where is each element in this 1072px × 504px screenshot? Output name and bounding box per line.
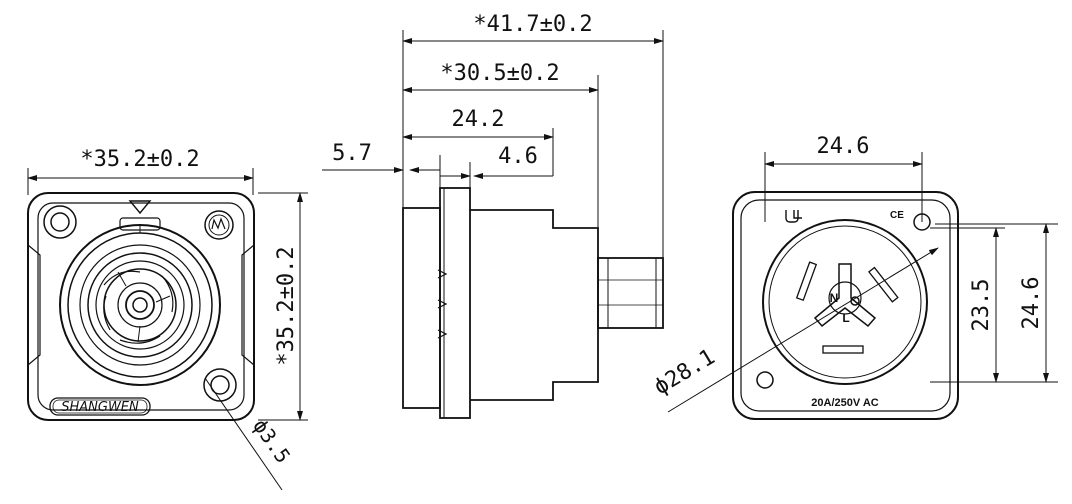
rear-width-label: 24.6 <box>817 134 870 159</box>
overall-length-label: *41.7±0.2 <box>473 12 592 37</box>
rear-diameter-label: ϕ28.1 <box>650 345 720 401</box>
side-front-cap <box>402 207 441 409</box>
front-width-dim-label: *35.2±0.2 <box>80 147 199 172</box>
rear-mounting-hole-top-right <box>913 213 931 231</box>
rear-view <box>667 152 1058 420</box>
ground-contact <box>850 296 860 306</box>
slot-left <box>795 261 818 302</box>
hole-leader-line <box>204 377 283 491</box>
pin-label-l: L <box>842 311 849 325</box>
brand-logo-stamp-icon <box>204 210 234 240</box>
slot-bottom <box>822 345 864 354</box>
body-length-label: *30.5±0.2 <box>440 61 559 86</box>
side-view <box>322 30 664 419</box>
rear-mounting-hole-bottom-left <box>756 371 774 389</box>
ul-mark-icon <box>785 210 799 223</box>
hole-diameter-label: ϕ3.5 <box>248 414 295 467</box>
mounting-hole-bottom-right <box>203 368 237 402</box>
slot-right <box>868 266 899 303</box>
panel-dim-label: 4.6 <box>498 144 538 169</box>
rating-label: 20A/250V AC <box>811 397 879 409</box>
pin-label-n: N <box>830 291 839 305</box>
rear-height-label: 24.6 <box>1019 277 1044 330</box>
ce-mark: CE <box>890 210 904 221</box>
brand-badge-label: SHANGWEN <box>61 400 139 415</box>
side-flange <box>439 187 471 419</box>
rear-body-circle <box>762 219 928 385</box>
front-height-dim-label: *35.2±0.2 <box>274 246 299 365</box>
rear-flange-plate <box>732 191 959 420</box>
rear-diameter-leader <box>667 247 939 413</box>
rear-hole-spacing-label: 23.5 <box>969 279 994 332</box>
orientation-triangle-icon <box>128 200 152 215</box>
center-contact <box>125 290 155 320</box>
front-flange-plate <box>27 192 255 421</box>
side-rear-plug <box>597 257 664 329</box>
brand-badge <box>49 397 151 416</box>
side-main-body <box>470 209 599 401</box>
pin-holder-y <box>813 263 877 328</box>
front-outer-ring <box>59 224 221 386</box>
rear-length-label: 24.2 <box>452 107 505 132</box>
front-view <box>27 168 308 491</box>
flange-thickness-label: 5.7 <box>332 141 372 166</box>
mounting-hole-top-left <box>43 205 77 239</box>
